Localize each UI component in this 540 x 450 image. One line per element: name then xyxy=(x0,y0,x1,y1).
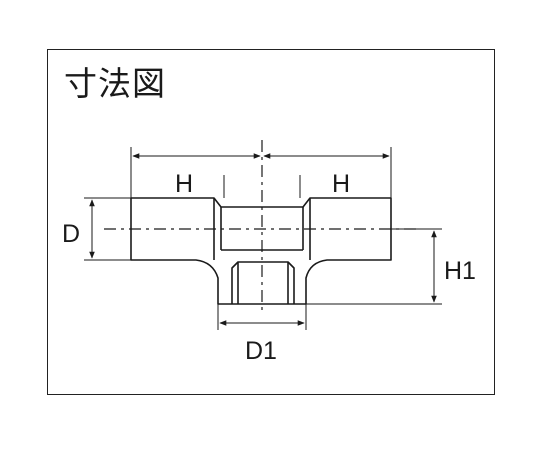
diagram-title: 寸法図 xyxy=(64,64,166,103)
extension-lines xyxy=(84,147,442,330)
center-lines xyxy=(104,140,420,312)
h1-label: H1 xyxy=(444,257,476,285)
diagram-frame xyxy=(47,49,495,395)
dimension-arrows xyxy=(89,153,437,326)
d1-label: D1 xyxy=(245,337,277,365)
tee-body xyxy=(130,197,392,305)
h-left-label: H xyxy=(175,170,193,198)
h-right-label: H xyxy=(332,170,350,198)
d-label: D xyxy=(62,220,80,248)
